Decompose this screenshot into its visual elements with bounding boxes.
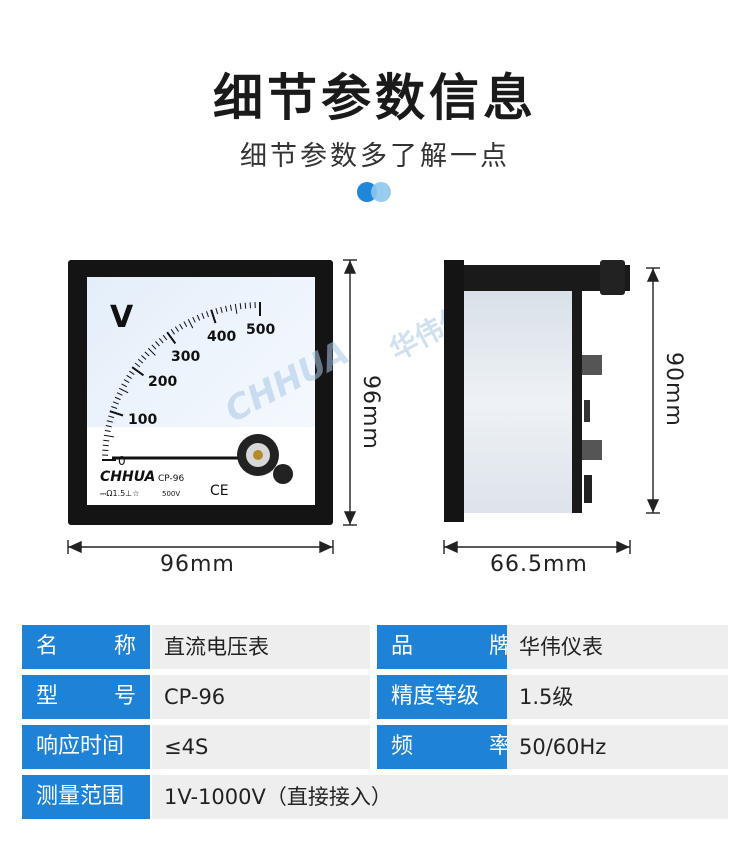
scale-tick: [103, 439, 110, 442]
front-height-label: 96mm: [358, 375, 383, 450]
unit-symbol: V: [110, 300, 134, 335]
front-width-label: 96mm: [160, 552, 235, 577]
scale-tick: [108, 415, 115, 419]
scale-tick: [225, 305, 228, 312]
scale-tick: [196, 314, 201, 321]
spec-key-model: 型号: [22, 675, 150, 719]
scale-tick: [229, 304, 233, 311]
scale-tick: [141, 355, 147, 360]
scale-tick: [170, 329, 175, 335]
spec-value-range: 1V-1000V（直接接入）: [152, 775, 728, 819]
scale-label-0: 0: [118, 454, 126, 468]
ce-mark: CE: [210, 483, 229, 499]
scale-tick: [162, 334, 168, 341]
page-subtitle: 细节参数多了解一点: [240, 141, 510, 172]
scale-tick: [118, 387, 129, 394]
side-bezel: [444, 260, 464, 522]
scale-tick: [192, 316, 196, 323]
scale-tick: [244, 302, 247, 309]
scale-tick: [129, 370, 135, 375]
side-view: [444, 260, 630, 522]
scale-tick: [126, 374, 132, 379]
scale-ticks: [102, 302, 261, 461]
side-depth-label: 66.5mm: [490, 552, 588, 577]
scale-tick: [121, 383, 128, 388]
scale-tick: [179, 323, 184, 330]
side-height-label: 90mm: [661, 352, 686, 427]
spec-key-frequency: 频率: [377, 725, 525, 769]
scale-label-300: 300: [171, 349, 200, 365]
spec-value-response: ≤4S: [152, 725, 370, 769]
dial-brand-logo: CHHUA: [100, 469, 155, 485]
spec-value-model: CP-96: [152, 675, 370, 719]
scale-tick: [183, 321, 188, 328]
spec-value-accuracy: 1.5级: [507, 675, 728, 719]
spec-value-frequency: 50/60Hz: [507, 725, 728, 769]
scale-tick: [102, 444, 109, 447]
scale-tick: [234, 303, 238, 314]
scale-tick: [114, 396, 121, 401]
spec-key-response: 响应时间: [22, 725, 150, 769]
scale-label-400: 400: [207, 329, 236, 345]
spec-value-name: 直流电压表: [152, 625, 370, 669]
scale-tick: [144, 351, 150, 357]
scale-tick: [109, 410, 124, 417]
spec-row: 测量范围 1V-1000V（直接接入）: [22, 775, 728, 819]
scale-label-500: 500: [246, 322, 275, 338]
scale-tick: [220, 306, 223, 313]
scale-label-100: 100: [128, 412, 157, 428]
meter-illustration: V 0 100 200 300 400 500 CHHUA CP-96 ⎓Ω1.…: [67, 259, 660, 554]
terminal-bottom: [582, 440, 602, 460]
front-dimension-lines: [67, 259, 357, 554]
scale-tick: [151, 344, 157, 350]
spec-key-name: 名称: [22, 625, 150, 669]
scale-tick: [215, 308, 219, 315]
scale-tick: [174, 326, 179, 332]
front-view: V 0 100 200 300 400 500 CHHUA CP-96 ⎓Ω1.…: [68, 260, 333, 525]
side-body: [464, 291, 572, 513]
spec-key-range: 测量范围: [22, 775, 150, 819]
scale-tick: [210, 309, 217, 324]
scale-tick: [187, 318, 194, 329]
scale-tick: [166, 331, 177, 345]
scale-tick: [116, 392, 123, 396]
scale-tick: [134, 362, 141, 368]
spec-row: 响应时间 ≤4S 频率 50/60Hz: [22, 725, 728, 769]
scale-tick: [201, 312, 205, 319]
dot-light: [371, 182, 391, 202]
scale-tick: [131, 366, 145, 377]
scale-tick: [206, 311, 209, 318]
scale-tick: [147, 347, 156, 356]
scale-tick: [111, 406, 118, 409]
spec-row: 名称 直流电压表 品牌 华伟仪表: [22, 625, 728, 669]
dial-rating-text: 500V: [162, 490, 180, 498]
scale-tick: [106, 420, 113, 423]
scale-tick: [123, 379, 130, 384]
scale-label-200: 200: [148, 374, 177, 390]
zero-adjust: [273, 464, 293, 484]
scale-tick: [103, 434, 114, 438]
scale-tick: [112, 401, 119, 405]
dial-class-text: ⎓Ω1.5⊥☆: [100, 489, 139, 498]
side-dimension-lines: [443, 267, 660, 554]
product-figure: V 0 100 200 300 400 500 CHHUA CP-96 ⎓Ω1.…: [0, 240, 750, 600]
scale-tick: [105, 425, 112, 428]
scale-tick: [104, 429, 111, 433]
spec-key-brand: 品牌: [377, 625, 525, 669]
spec-key-accuracy: 精度等级: [377, 675, 525, 719]
dial-model-text: CP-96: [158, 474, 184, 484]
scale-tick: [155, 341, 160, 347]
scale-tick: [239, 303, 242, 310]
page-title: 细节参数信息: [213, 69, 537, 127]
scale-tick: [158, 337, 164, 344]
spec-row: 型号 CP-96 精度等级 1.5级: [22, 675, 728, 719]
spec-value-brand: 华伟仪表: [507, 625, 728, 669]
scale-tick: [137, 358, 144, 364]
decorative-dots: [357, 182, 397, 202]
terminal-top: [582, 355, 602, 375]
